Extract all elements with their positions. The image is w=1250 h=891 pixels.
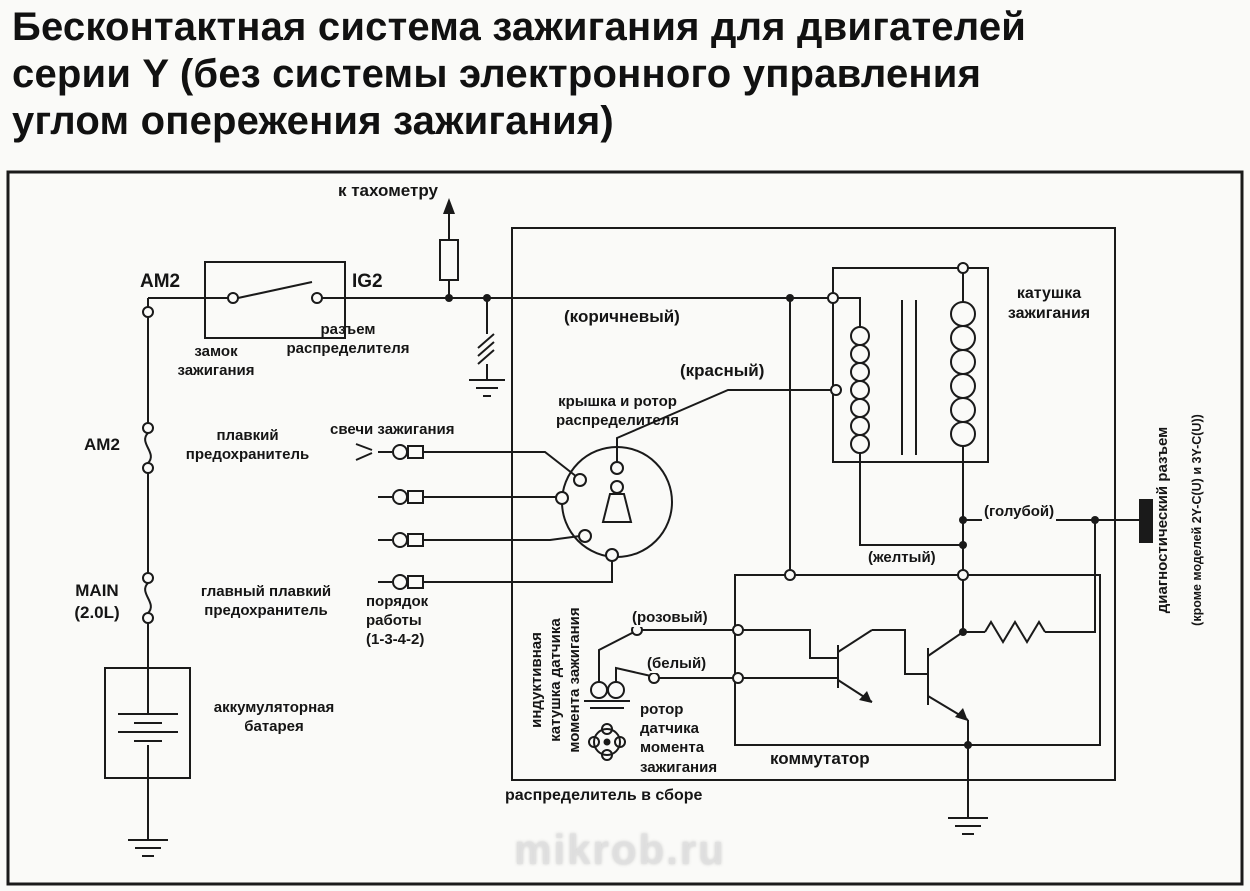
label-sensor-rotor: ротор датчика момента зажигания bbox=[640, 701, 718, 776]
label-battery: аккумуляторная батарея bbox=[213, 699, 335, 736]
label-ignition-lock: замок зажигания bbox=[177, 343, 255, 380]
pickup-coil bbox=[584, 629, 733, 761]
ignition-coil-symbol bbox=[833, 273, 976, 462]
label-wire-brown: (коричневый) bbox=[562, 306, 682, 328]
label-fuse: плавкий предохранитель bbox=[185, 427, 310, 464]
spark-plug-2 bbox=[378, 489, 424, 505]
coil-core bbox=[901, 300, 917, 455]
rotor-head bbox=[610, 480, 624, 494]
ground-icon bbox=[469, 379, 505, 397]
fuse-symbol bbox=[144, 432, 152, 464]
label-main-fuse: главный плавкий предохранитель bbox=[200, 583, 332, 620]
label-cap-rotor: крышка и ротор распределителя bbox=[556, 393, 679, 430]
label-wire-yellow: (желтый) bbox=[866, 548, 938, 568]
label-distributor-assembly: распределитель в сборе bbox=[505, 787, 703, 804]
distributor-assembly-box bbox=[511, 227, 1116, 781]
label-tachometer: к тахометру bbox=[338, 181, 438, 200]
page-title: Бесконтактная система зажигания для двиг… bbox=[12, 5, 1027, 143]
resistor-icon bbox=[984, 620, 1046, 644]
watermark: mikrob.ru bbox=[514, 826, 726, 873]
label-wire-red: (красный) bbox=[678, 360, 767, 382]
ignition-switch-symbol bbox=[204, 261, 346, 339]
label-am2-fuse: AM2 bbox=[84, 435, 120, 454]
sensor-rotor-icon bbox=[588, 723, 626, 761]
spark-plug-1 bbox=[378, 444, 424, 460]
tachometer-branch bbox=[439, 198, 459, 298]
coil-box bbox=[832, 267, 989, 463]
spark-plug-3 bbox=[378, 532, 424, 548]
label-spark-plugs: свечи зажигания bbox=[330, 421, 455, 438]
spark-plugs bbox=[355, 443, 613, 590]
up-arrow-icon bbox=[443, 198, 455, 214]
commutator-box bbox=[734, 574, 1101, 746]
main-fuse-symbol bbox=[144, 582, 152, 614]
diagnostic-connector-icon bbox=[1139, 499, 1153, 543]
label-main-tag: MAIN (2.0L) bbox=[74, 581, 120, 622]
junction-dots bbox=[445, 294, 1099, 749]
wires-and-symbols bbox=[104, 198, 1153, 857]
diagram-frame bbox=[6, 170, 1244, 886]
label-wire-blue: (голубой) bbox=[982, 502, 1057, 522]
label-wire-white: (белый) bbox=[645, 654, 709, 674]
label-commutator: коммутатор bbox=[770, 749, 870, 768]
spark-plug-4 bbox=[378, 574, 424, 590]
wire-red-ht bbox=[616, 389, 833, 462]
pickup-core bbox=[584, 700, 630, 709]
label-inductive-coil: индуктивная катушка датчика момента зажи… bbox=[528, 607, 584, 753]
label-diagnostic-note: (кроме моделей 2Y-C(U) и 3Y-C(U)) bbox=[1190, 414, 1204, 626]
ground-icon bbox=[948, 817, 988, 835]
battery-branch bbox=[104, 298, 191, 857]
rotor-arm bbox=[601, 493, 633, 523]
terminals bbox=[142, 262, 969, 684]
ground-icon bbox=[128, 839, 168, 857]
battery-cells-icon bbox=[118, 668, 178, 778]
label-wire-pink: (розовый) bbox=[630, 608, 710, 628]
label-distributor-connector: разъем распределителя bbox=[286, 321, 410, 358]
condenser-ground bbox=[469, 298, 505, 397]
label-diagnostic-connector: диагностический разъем bbox=[1154, 426, 1171, 614]
wire-yellow bbox=[859, 453, 963, 546]
label-am2-top: AM2 bbox=[140, 271, 181, 292]
label-ig2: IG2 bbox=[352, 271, 383, 292]
label-ignition-coil: катушка зажигания bbox=[1007, 285, 1091, 323]
label-firing-order: порядок работы (1-3-4-2) bbox=[366, 593, 429, 649]
